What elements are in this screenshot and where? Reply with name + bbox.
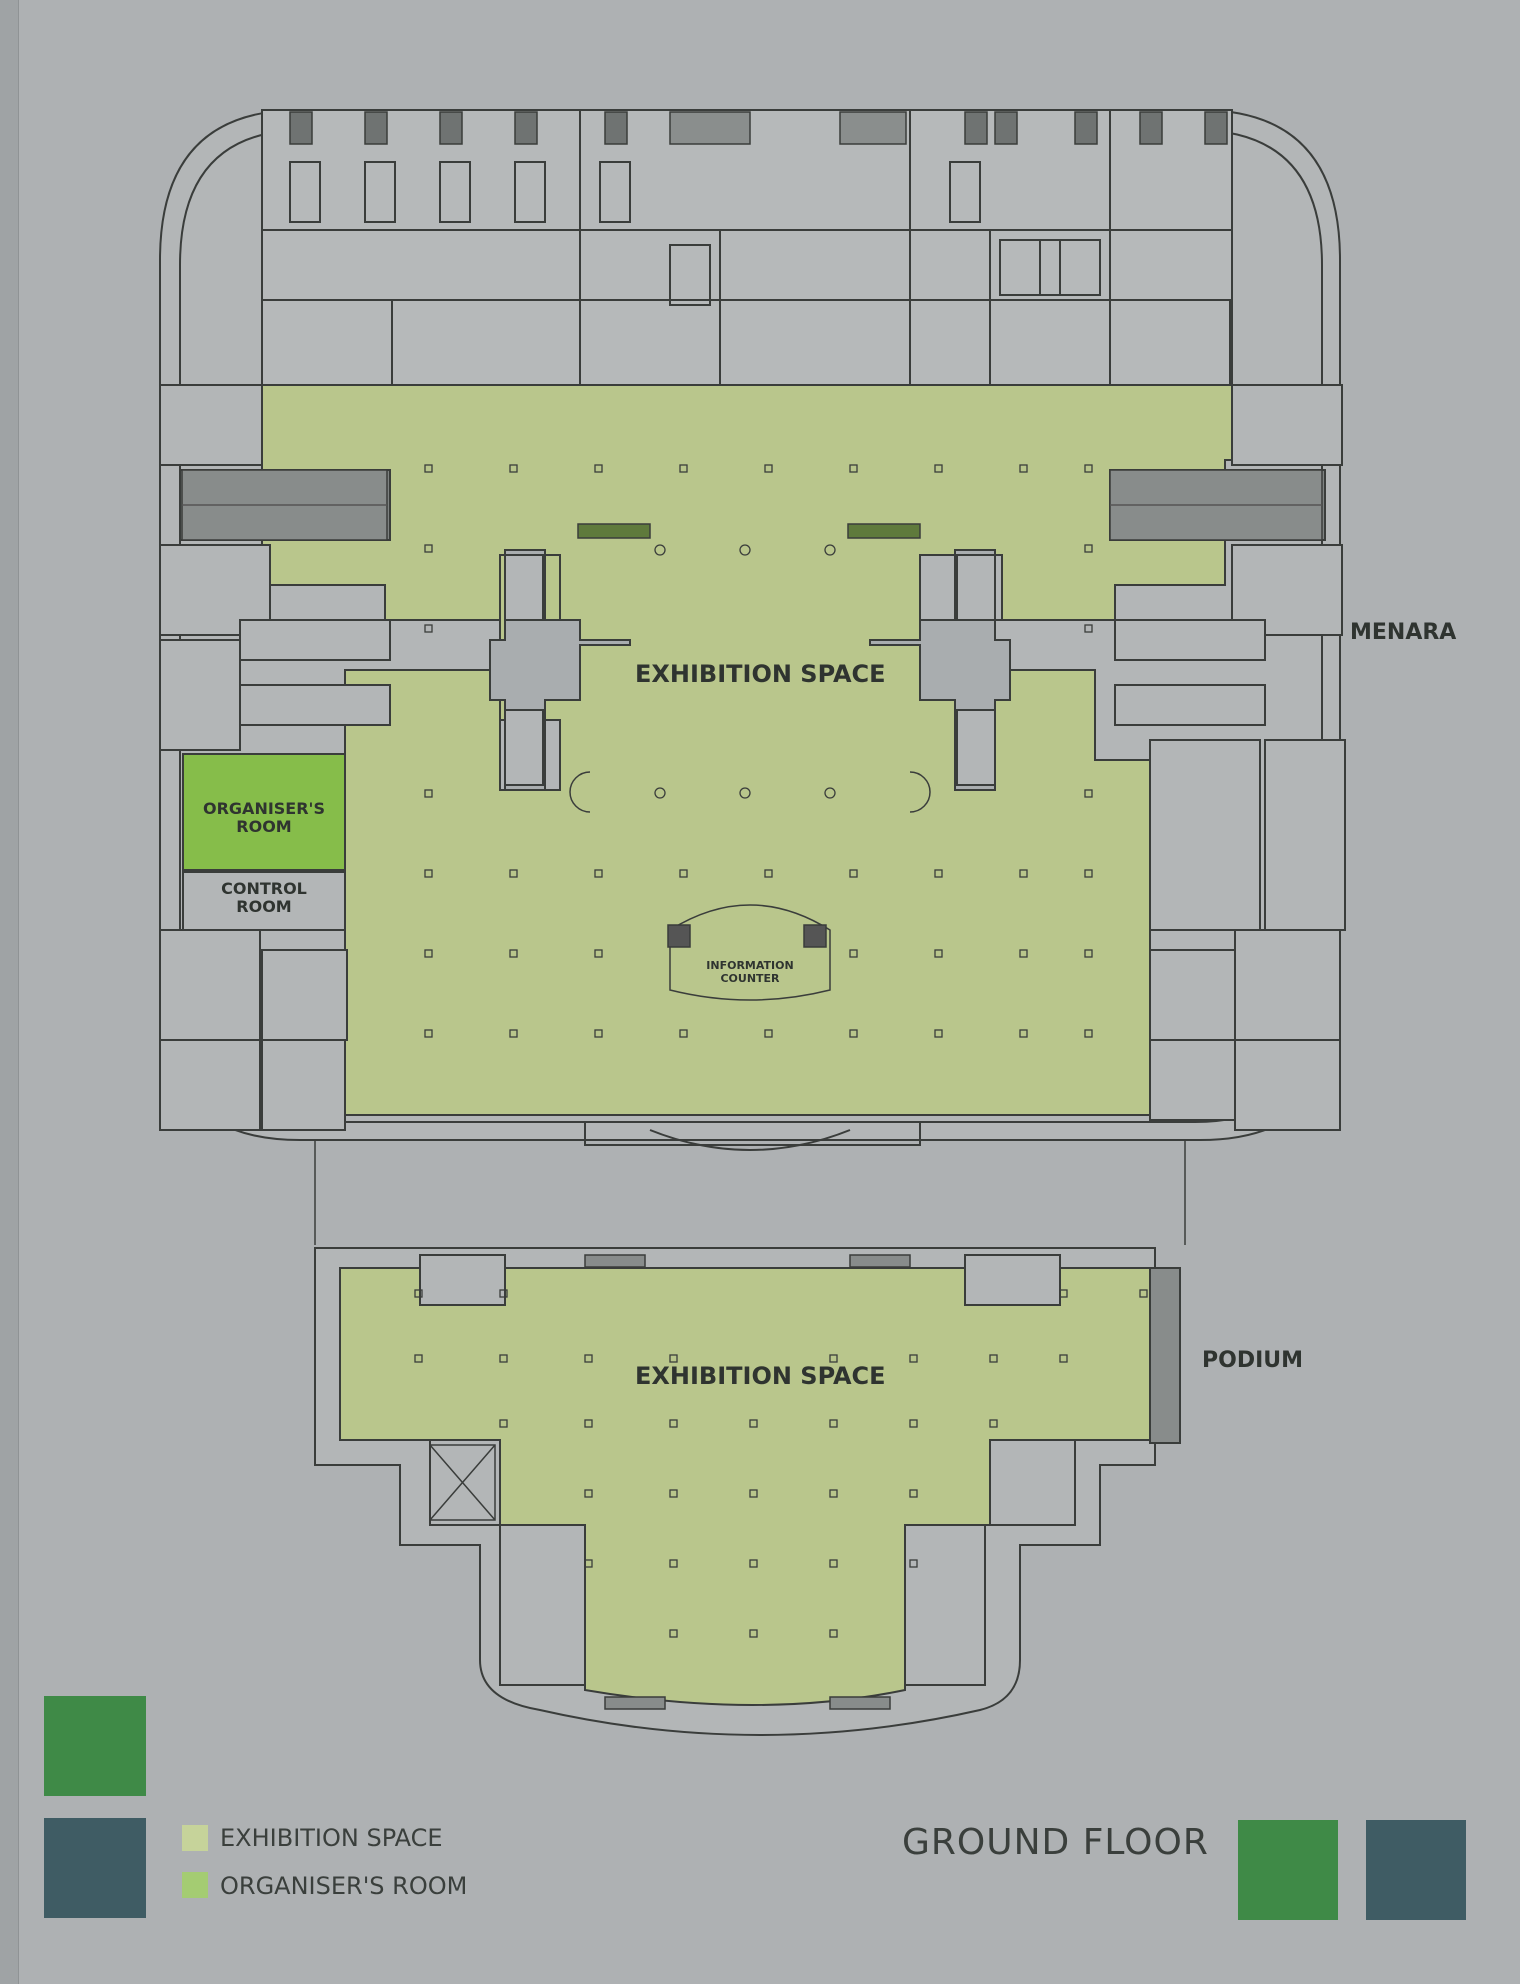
decor-slate-block-right [1366, 1820, 1466, 1920]
label-podium: PODIUM [1202, 1348, 1304, 1373]
label-exhibition-podium: EXHIBITION SPACE [635, 1362, 886, 1390]
label-organiser-room: ORGANISER'S ROOM [203, 799, 325, 837]
lift-box [429, 1444, 496, 1521]
legend-label-exhibition: EXHIBITION SPACE [220, 1824, 443, 1852]
legend-label-organiser: ORGANISER'S ROOM [220, 1872, 468, 1900]
label-control-room: CONTROL ROOM [221, 879, 307, 917]
menara-entrance [584, 1122, 921, 1151]
booklet-spine [0, 0, 19, 1984]
spiral-stairs [569, 771, 931, 813]
legend-swatch-organiser [182, 1872, 208, 1898]
podium-entrances [584, 1254, 911, 1710]
podium-rooms [419, 1254, 1181, 1686]
core-left [489, 549, 631, 791]
decor-green-block-left [44, 1696, 146, 1796]
floor-title: GROUND FLOOR [902, 1822, 1209, 1863]
escalators [181, 469, 1323, 541]
column-grid-podium [414, 1289, 1148, 1638]
organiser-room-fill [182, 753, 346, 871]
label-information-counter: INFORMATION COUNTER [706, 959, 794, 985]
planters [577, 523, 921, 539]
label-exhibition-menara: EXHIBITION SPACE [635, 660, 886, 688]
label-menara: MENARA [1350, 620, 1457, 645]
decor-green-block-right [1238, 1820, 1338, 1920]
information-counter-shape [667, 904, 831, 1001]
core-right [869, 549, 1011, 791]
column-grid-menara [424, 464, 1093, 1038]
menara-exhibition-space [261, 384, 1233, 1116]
control-room-fill [182, 871, 346, 931]
decor-slate-block-left [44, 1818, 146, 1918]
legend-swatch-exhibition [182, 1825, 208, 1851]
